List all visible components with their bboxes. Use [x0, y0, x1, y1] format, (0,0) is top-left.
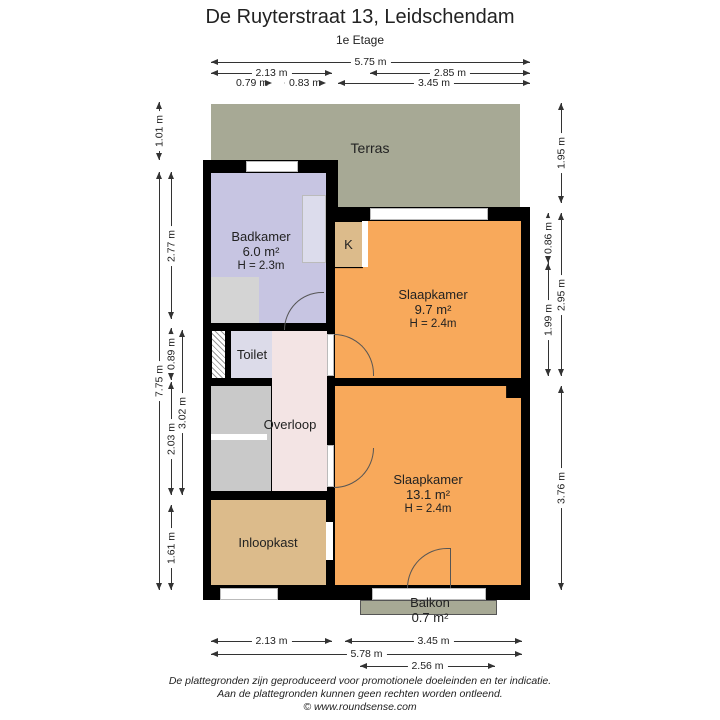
sink	[302, 195, 326, 263]
room-area: 9.7 m²	[414, 302, 452, 317]
dimension-line: 2.03 m	[165, 382, 179, 495]
dimension-label: 2.85 m	[429, 67, 471, 80]
dimension-label: 0.89 m	[165, 333, 179, 375]
dimension-label: 3.45 m	[413, 77, 455, 90]
dimension-label: 1.61 m	[165, 527, 179, 568]
shaft	[212, 331, 225, 378]
dimension-label: 2.13 m	[251, 635, 292, 648]
room-label-terras: Terras	[350, 140, 390, 156]
room-area: 13.1 m²	[405, 487, 451, 502]
dimension-line: 3.76 m	[555, 386, 569, 590]
room-height: H = 2.3m	[237, 260, 285, 272]
room-area: 6.0 m²	[242, 244, 280, 259]
room-inloopkast	[211, 500, 326, 585]
dimension-line: 2.13 m	[211, 635, 332, 648]
dimension-line: 0.83 m	[284, 77, 326, 90]
stair-rail	[211, 434, 267, 440]
plan-title: De Ruyterstraat 13, Leidschendam	[205, 6, 515, 28]
cupboard-door	[362, 221, 368, 267]
room-name: Balkon	[410, 595, 450, 610]
room-label-badkamer: Badkamer 6.0 m² H = 2.3m	[216, 229, 306, 274]
window	[220, 588, 278, 600]
room-label-slaapkamer-1: Slaapkamer 9.7 m² H = 2.4m	[378, 287, 488, 332]
room-height: H = 2.4m	[409, 318, 457, 330]
dimension-label: 2.77 m	[165, 225, 179, 266]
dimension-line: 0.79 m	[231, 77, 273, 90]
dimension-label: 2.56 m	[407, 660, 448, 673]
room-name: Slaapkamer	[398, 287, 468, 302]
closet-door[interactable]	[326, 522, 333, 560]
dimension-line: 2.13 m	[211, 67, 332, 80]
room-label-inloopkast: Inloopkast	[238, 535, 298, 550]
dimension-label: 1.95 m	[555, 132, 569, 174]
dimension-line: 0.89 m	[165, 328, 179, 380]
room-balkon	[360, 600, 497, 615]
room-toilet	[231, 331, 273, 378]
dimension-label: 5.78 m	[346, 648, 387, 661]
dimension-label: 1.99 m	[542, 299, 556, 340]
bedroom-door-2[interactable]	[327, 445, 334, 487]
terrace-door[interactable]	[370, 208, 488, 220]
room-label-slaapkamer-2: Slaapkamer 13.1 m² H = 2.4m	[373, 472, 483, 517]
dimension-label: 2.13 m	[251, 67, 292, 80]
room-label-overloop: Overloop	[263, 417, 317, 432]
dimension-label: 3.45 m	[413, 635, 454, 648]
dimension-line: 2.95 m	[555, 213, 569, 376]
room-label-k: K	[344, 237, 353, 252]
dimension-line: 3.45 m	[338, 77, 530, 90]
shower	[211, 277, 259, 323]
copyright: © www.roundsense.com	[303, 701, 417, 713]
disclaimer-line-2: Aan de plattegronden kunnen geen rechten…	[217, 688, 503, 700]
dimension-label: 0.83 m	[284, 77, 326, 90]
window	[246, 161, 298, 172]
dimension-label: 3.02 m	[176, 392, 190, 433]
room-height: H = 2.4m	[404, 503, 452, 515]
room-name: Slaapkamer	[393, 472, 463, 487]
dimension-line: 5.78 m	[211, 648, 522, 661]
bedroom-door-1[interactable]	[327, 334, 334, 376]
room-k	[335, 222, 362, 267]
dimension-line: 7.75 m	[153, 172, 167, 590]
dimension-label: 0.79 m	[231, 77, 273, 90]
disclaimer-line-1: De plattegronden zijn geproduceerd voor …	[168, 675, 552, 687]
dimension-label: 2.95 m	[555, 274, 569, 315]
dimension-line: 0.86 m	[542, 213, 556, 263]
dimension-label: 3.76 m	[555, 467, 569, 509]
balcony-door[interactable]	[372, 588, 486, 600]
room-area: 0.7 m²	[411, 610, 449, 625]
dimension-line: 1.99 m	[542, 263, 556, 376]
dimension-line: 3.45 m	[345, 635, 522, 648]
dimension-line: 5.75 m	[211, 56, 530, 69]
room-label-balkon: Balkon 0.7 m²	[390, 595, 470, 625]
room-name: Badkamer	[231, 229, 291, 244]
dimension-line: 1.61 m	[165, 505, 179, 590]
dimension-label: 1.01 m	[153, 110, 167, 152]
floor-label: 1e Etage	[335, 33, 385, 47]
dimension-line: 2.77 m	[165, 172, 179, 319]
dimension-label: 5.75 m	[350, 56, 391, 69]
room-overloop	[272, 331, 327, 491]
dimension-label: 0.86 m	[542, 217, 556, 259]
dimension-line: 1.01 m	[153, 102, 167, 160]
dimension-line: 2.56 m	[360, 660, 495, 673]
dimension-line: 1.95 m	[555, 103, 569, 203]
dimension-line: 2.85 m	[370, 67, 530, 80]
dimension-line: 3.02 m	[176, 330, 190, 495]
room-label-toilet: Toilet	[236, 347, 268, 362]
